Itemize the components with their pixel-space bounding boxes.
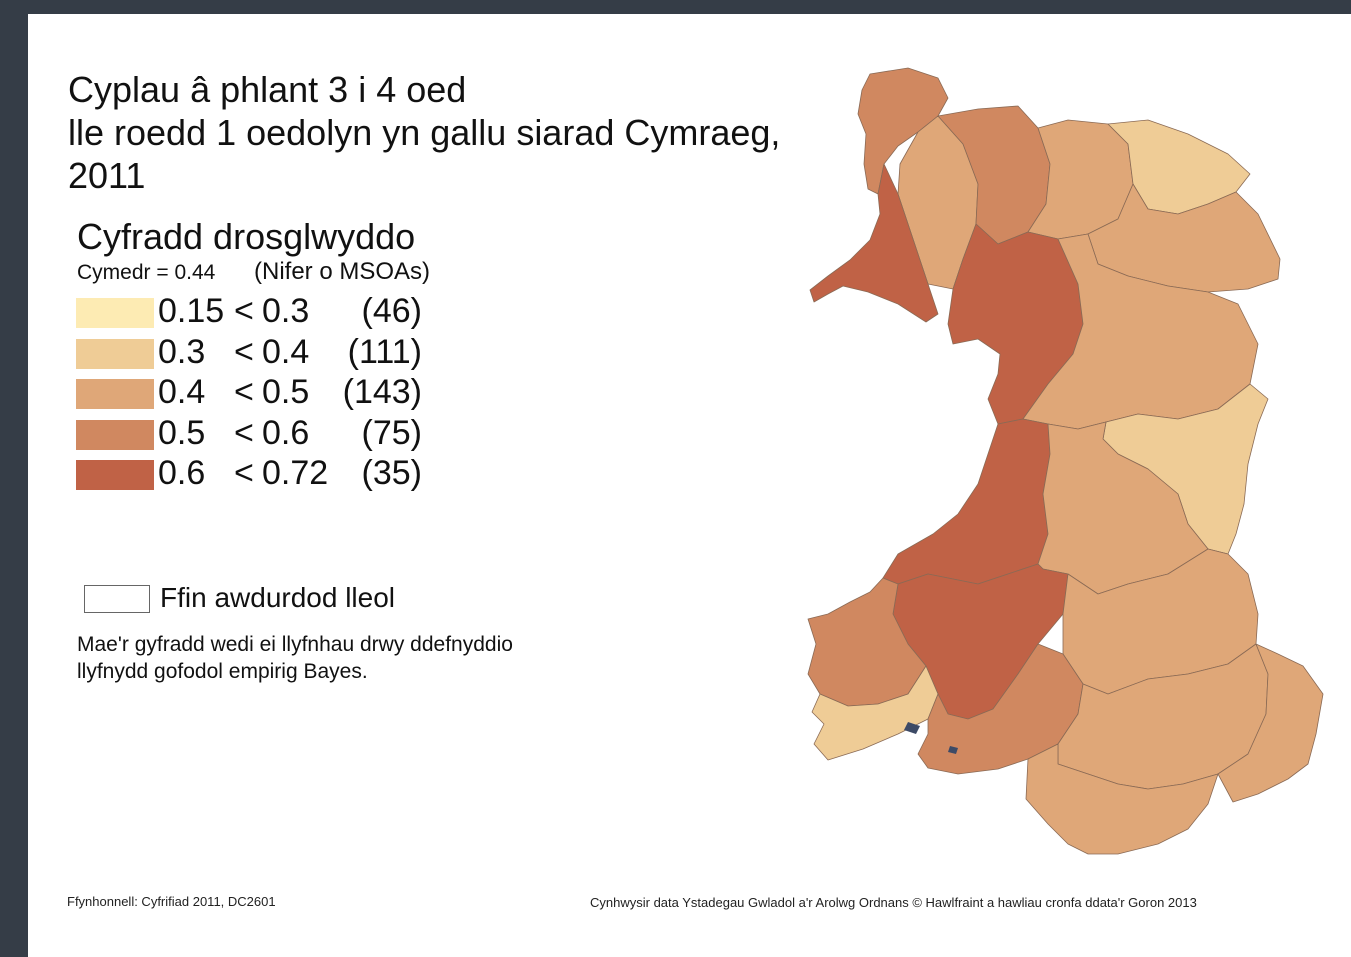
boundary-legend-label: Ffin awdurdod lleol — [160, 582, 396, 613]
legend-class-low: 0.15 — [158, 292, 225, 330]
method-note-line-1: Mae'r gyfradd wedi ei llyfnhau drwy ddef… — [77, 633, 513, 656]
legend-class-count: (111) — [347, 332, 422, 371]
legend-class-sign: < — [234, 454, 254, 492]
map-region-vale — [1025, 743, 1219, 855]
legend-count-header: (Nifer o MSOAs) — [254, 258, 431, 285]
legend-class-sign: < — [234, 413, 254, 452]
legend-swatch — [76, 460, 154, 490]
title-line-1: Cyplau â phlant 3 i 4 oed — [68, 69, 467, 110]
legend-class-count: (75) — [361, 413, 422, 452]
copyright-credit: Cynhwysir data Ystadegau Gwladol a'r Aro… — [590, 895, 1197, 910]
legend-class-high: 0.3 — [262, 292, 310, 330]
map-region-llyn — [809, 163, 939, 323]
legend-class-low: 0.4 — [158, 373, 206, 411]
boundary-legend-swatch — [84, 585, 150, 613]
legend-class-low: 0.3 — [158, 332, 206, 371]
map-coast-inlet-1 — [904, 722, 920, 734]
legend-subheader: Cymedr = 0.44 (Nifer o MSOAs) — [77, 258, 430, 286]
legend-class-count: (46) — [361, 292, 422, 330]
legend-class-low: 0.6 — [158, 454, 206, 492]
legend-title: Cyfradd drosglwyddo — [77, 216, 416, 257]
map-region-monmouth — [1217, 643, 1324, 803]
map-regions — [807, 67, 1324, 855]
map-coast-details — [904, 722, 958, 754]
legend-class-high: 0.5 — [262, 373, 310, 411]
method-note: Mae'r gyfradd wedi ei llyfnhau drwy ddef… — [77, 631, 513, 685]
title-line-2: lle roedd 1 oedolyn yn gallu siarad Cymr… — [68, 112, 781, 153]
legend-class-high: 0.6 — [262, 413, 310, 452]
legend-class-sign: < — [234, 332, 254, 371]
legend-swatch — [76, 298, 154, 328]
map-slide: Cyplau â phlant 3 i 4 oed lle roedd 1 oe… — [28, 14, 1351, 957]
legend-class-high: 0.72 — [262, 454, 329, 492]
legend-class-low: 0.5 — [158, 413, 206, 452]
legend-class-sign: < — [234, 292, 254, 330]
legend-mean: Cymedr = 0.44 — [77, 261, 216, 284]
legend-swatch — [76, 379, 154, 409]
legend-class-sign: < — [234, 373, 254, 411]
title-line-3: 2011 — [68, 155, 146, 196]
legend-class-high: 0.4 — [262, 332, 310, 371]
source-credit: Ffynhonnell: Cyfrifiad 2011, DC2601 — [67, 894, 276, 909]
legend-class-count: (35) — [361, 454, 422, 492]
legend-swatch — [76, 419, 154, 450]
legend-swatch — [76, 338, 154, 369]
method-note-line-2: llyfnydd gofodol empirig Bayes. — [77, 660, 368, 683]
map-region-ceredigion — [882, 418, 1051, 585]
wales-choropleth-map-icon — [807, 67, 1324, 855]
map-title: Cyplau â phlant 3 i 4 oed lle roedd 1 oe… — [68, 68, 780, 197]
legend-class-count: (143) — [342, 373, 422, 411]
map-coast-inlet-2 — [948, 746, 958, 754]
